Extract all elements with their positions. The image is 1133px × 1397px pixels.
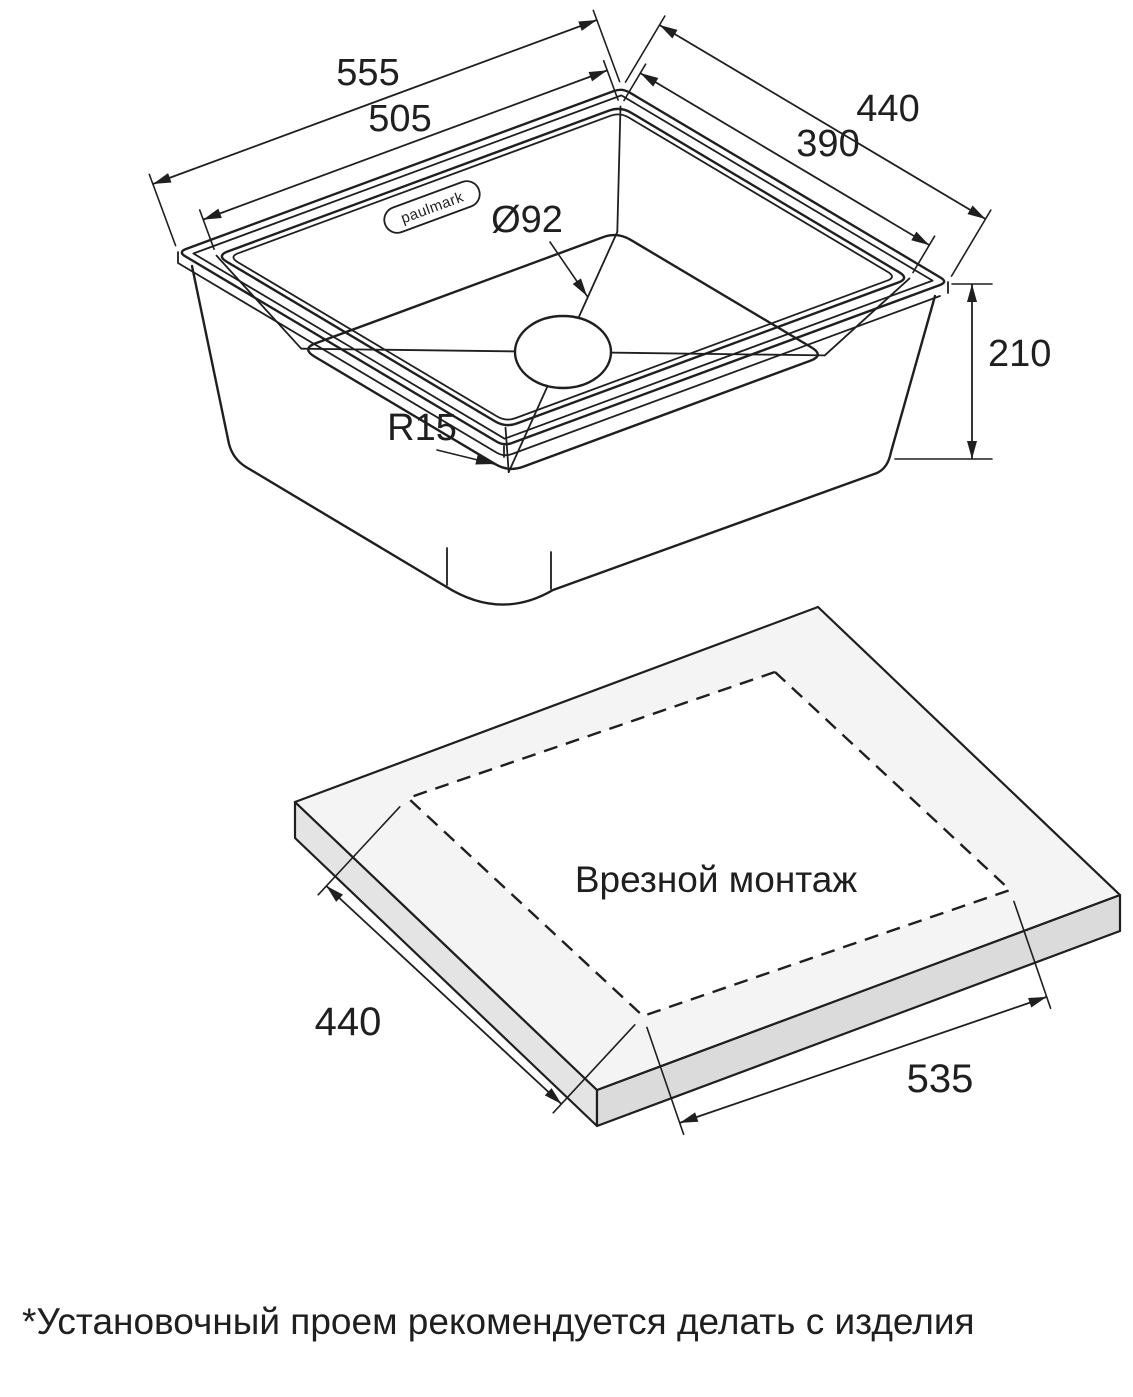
dim-cutout-length: 535 (646, 900, 1052, 1136)
corner-radius-callout: R15 (387, 407, 495, 465)
dim-depth: 210 (894, 283, 1051, 460)
sink-rim-thickness (177, 251, 949, 458)
drain-hole (513, 314, 613, 390)
dim-inner-width: 390 (623, 63, 936, 274)
dim-cutout-width-text: 440 (315, 1000, 382, 1044)
dim-inner-width-text: 390 (796, 123, 859, 165)
dim-outer-width-text: 440 (856, 88, 919, 130)
sink-inner-rim-inner (232, 113, 893, 421)
sink-inner-rim-outer (220, 107, 906, 427)
dim-inner-length: 505 (198, 60, 619, 250)
sink-underbody-outline (190, 264, 937, 606)
bowl-bottom-outline (307, 233, 819, 471)
bowl-wall-edges (215, 105, 911, 473)
bowl-drain-creases (300, 231, 826, 473)
dim-inner-length-text: 505 (368, 98, 431, 140)
countertop-cutout-drawing: Врезной монтаж 440 535 (293, 605, 1122, 1136)
mounting-type-label: Врезной монтаж (575, 859, 858, 900)
dim-outer-length-text: 555 (336, 52, 399, 94)
dim-cutout-length-text: 535 (907, 1057, 974, 1101)
footnote: *Установочный проем рекомендуется делать… (22, 1301, 975, 1342)
sink-underbody-corner-edges (446, 547, 552, 590)
sink-isometric-drawing: paulmark 555 505 440 390 (148, 9, 1051, 606)
dim-cutout-width: 440 (315, 806, 636, 1114)
drain-diameter-text: Ø92 (491, 199, 563, 241)
drain-diameter-callout: Ø92 (491, 199, 588, 297)
dim-depth-text: 210 (988, 333, 1051, 375)
corner-radius-text: R15 (387, 407, 457, 449)
